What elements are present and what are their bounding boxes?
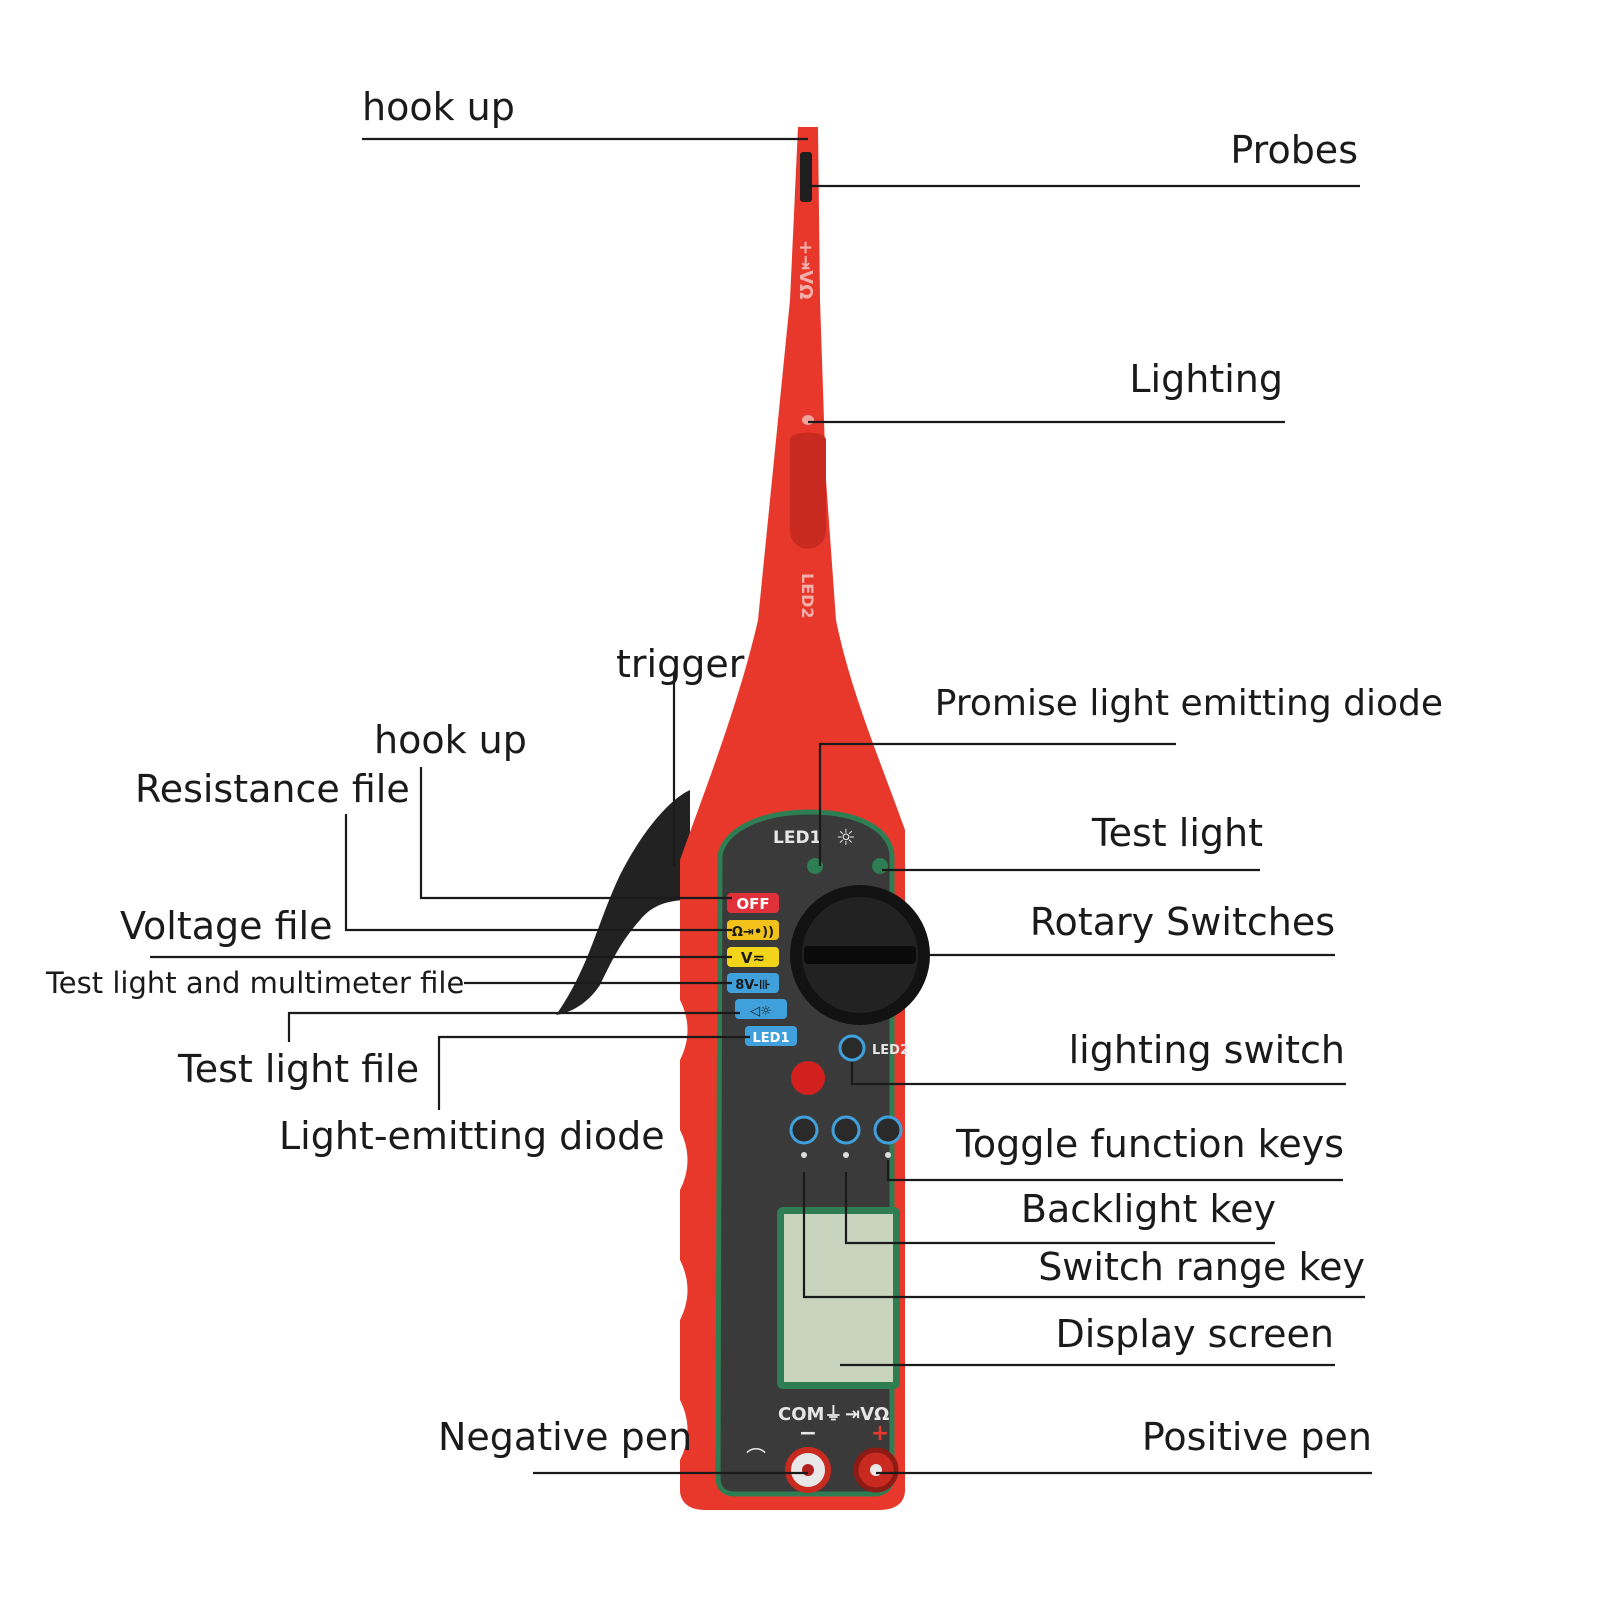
label-trigger: trigger (616, 642, 745, 686)
led1-label: LED1 (773, 828, 821, 848)
label-voltage-file: Voltage file (120, 904, 333, 948)
label-backlight-key: Backlight key (1021, 1187, 1276, 1231)
probe-led-label: LED2 (798, 573, 817, 619)
switch-range-key[interactable] (789, 1115, 819, 1145)
plus-sign: + (871, 1421, 889, 1446)
leader-test-light-file (287, 1011, 740, 1042)
led2-label: LED2 (872, 1043, 909, 1058)
dial-ohm-text: Ω⇥•)) (732, 925, 774, 940)
dial-volt-text: V≂ (741, 949, 765, 967)
vohm-label: ⇥VΩ (845, 1404, 889, 1425)
leader-resistance-file (344, 814, 732, 932)
label-lighting: Lighting (1129, 357, 1283, 401)
negative-jack-hole (802, 1464, 814, 1476)
dial-off-badge (727, 893, 779, 913)
label-promise-led: Promise light emitting diode (935, 683, 1443, 724)
key-dot (843, 1152, 849, 1158)
sound-icon: ⌒ (746, 1446, 766, 1470)
label-light-emitting-diode: Light-emitting diode (279, 1114, 665, 1158)
rotary-switch-grip (804, 946, 916, 964)
leader-hook-up-mid (419, 767, 732, 900)
leader-light-emitting-diode (437, 1035, 750, 1110)
probe-mark: +⇥VΩ (795, 240, 816, 299)
leader-toggle-function-keys (886, 1160, 1343, 1182)
probe-lamp-capsule (790, 432, 826, 549)
trigger-lever (556, 790, 690, 1015)
label-display-screen: Display screen (1056, 1312, 1334, 1356)
lamp-glyph: ☼ (836, 826, 856, 851)
leader-promise-led (818, 742, 1176, 866)
dial-led1-badge (745, 1026, 797, 1046)
dial-off-text: OFF (736, 895, 769, 913)
probe-light (802, 415, 814, 425)
key-dot (885, 1152, 891, 1158)
label-hook-up-top: hook up (362, 85, 515, 129)
label-positive-pen: Positive pen (1142, 1415, 1372, 1459)
positive-jack-hole (870, 1464, 882, 1476)
multimeter-device: +⇥VΩ LED2 LED1 ☼ OFF Ω⇥•)) V≂ 8V-⊪ ◁☼ LE… (556, 127, 930, 1510)
callout-labels: hook up Probes Lighting trigger Promise … (45, 85, 1443, 1459)
leader-lighting-switch (850, 1062, 1346, 1086)
label-negative-pen: Negative pen (438, 1415, 692, 1459)
label-lighting-switch: lighting switch (1069, 1028, 1345, 1072)
label-test-light-multimeter: Test light and multimeter file (45, 966, 464, 1000)
dial-test-text: 8V-⊪ (735, 978, 770, 993)
dial-ohm-badge (727, 920, 779, 940)
dial-led1-text: LED1 (752, 1031, 789, 1046)
label-rotary-switches: Rotary Switches (1030, 900, 1335, 944)
label-hook-up-mid: hook up (374, 718, 527, 762)
label-probes: Probes (1230, 128, 1358, 172)
minus-sign: − (799, 1421, 817, 1446)
label-switch-range-key: Switch range key (1038, 1245, 1365, 1289)
leader-backlight-key (844, 1172, 1275, 1245)
backlight-key[interactable] (831, 1115, 861, 1145)
light-emitting-diode (791, 1061, 825, 1095)
leader-switch-range-key (802, 1172, 1365, 1299)
dial-volt-badge (727, 947, 779, 967)
dial-test-badge (727, 973, 779, 993)
lighting-switch-button[interactable] (838, 1034, 866, 1062)
toggle-function-key[interactable] (873, 1115, 903, 1145)
label-test-light-file: Test light file (177, 1047, 419, 1091)
probe-hook (800, 152, 812, 202)
dial-light-text: ◁☼ (750, 1004, 772, 1019)
label-resistance-file: Resistance file (135, 767, 410, 811)
label-toggle-function-keys: Toggle function keys (955, 1122, 1344, 1166)
leader-lines (150, 137, 1372, 1475)
key-dot (801, 1152, 807, 1158)
dial-light-badge (735, 999, 787, 1019)
label-test-light: Test light (1091, 811, 1263, 855)
test-light-led (872, 858, 888, 874)
com-label: COM⏚ (778, 1404, 842, 1425)
